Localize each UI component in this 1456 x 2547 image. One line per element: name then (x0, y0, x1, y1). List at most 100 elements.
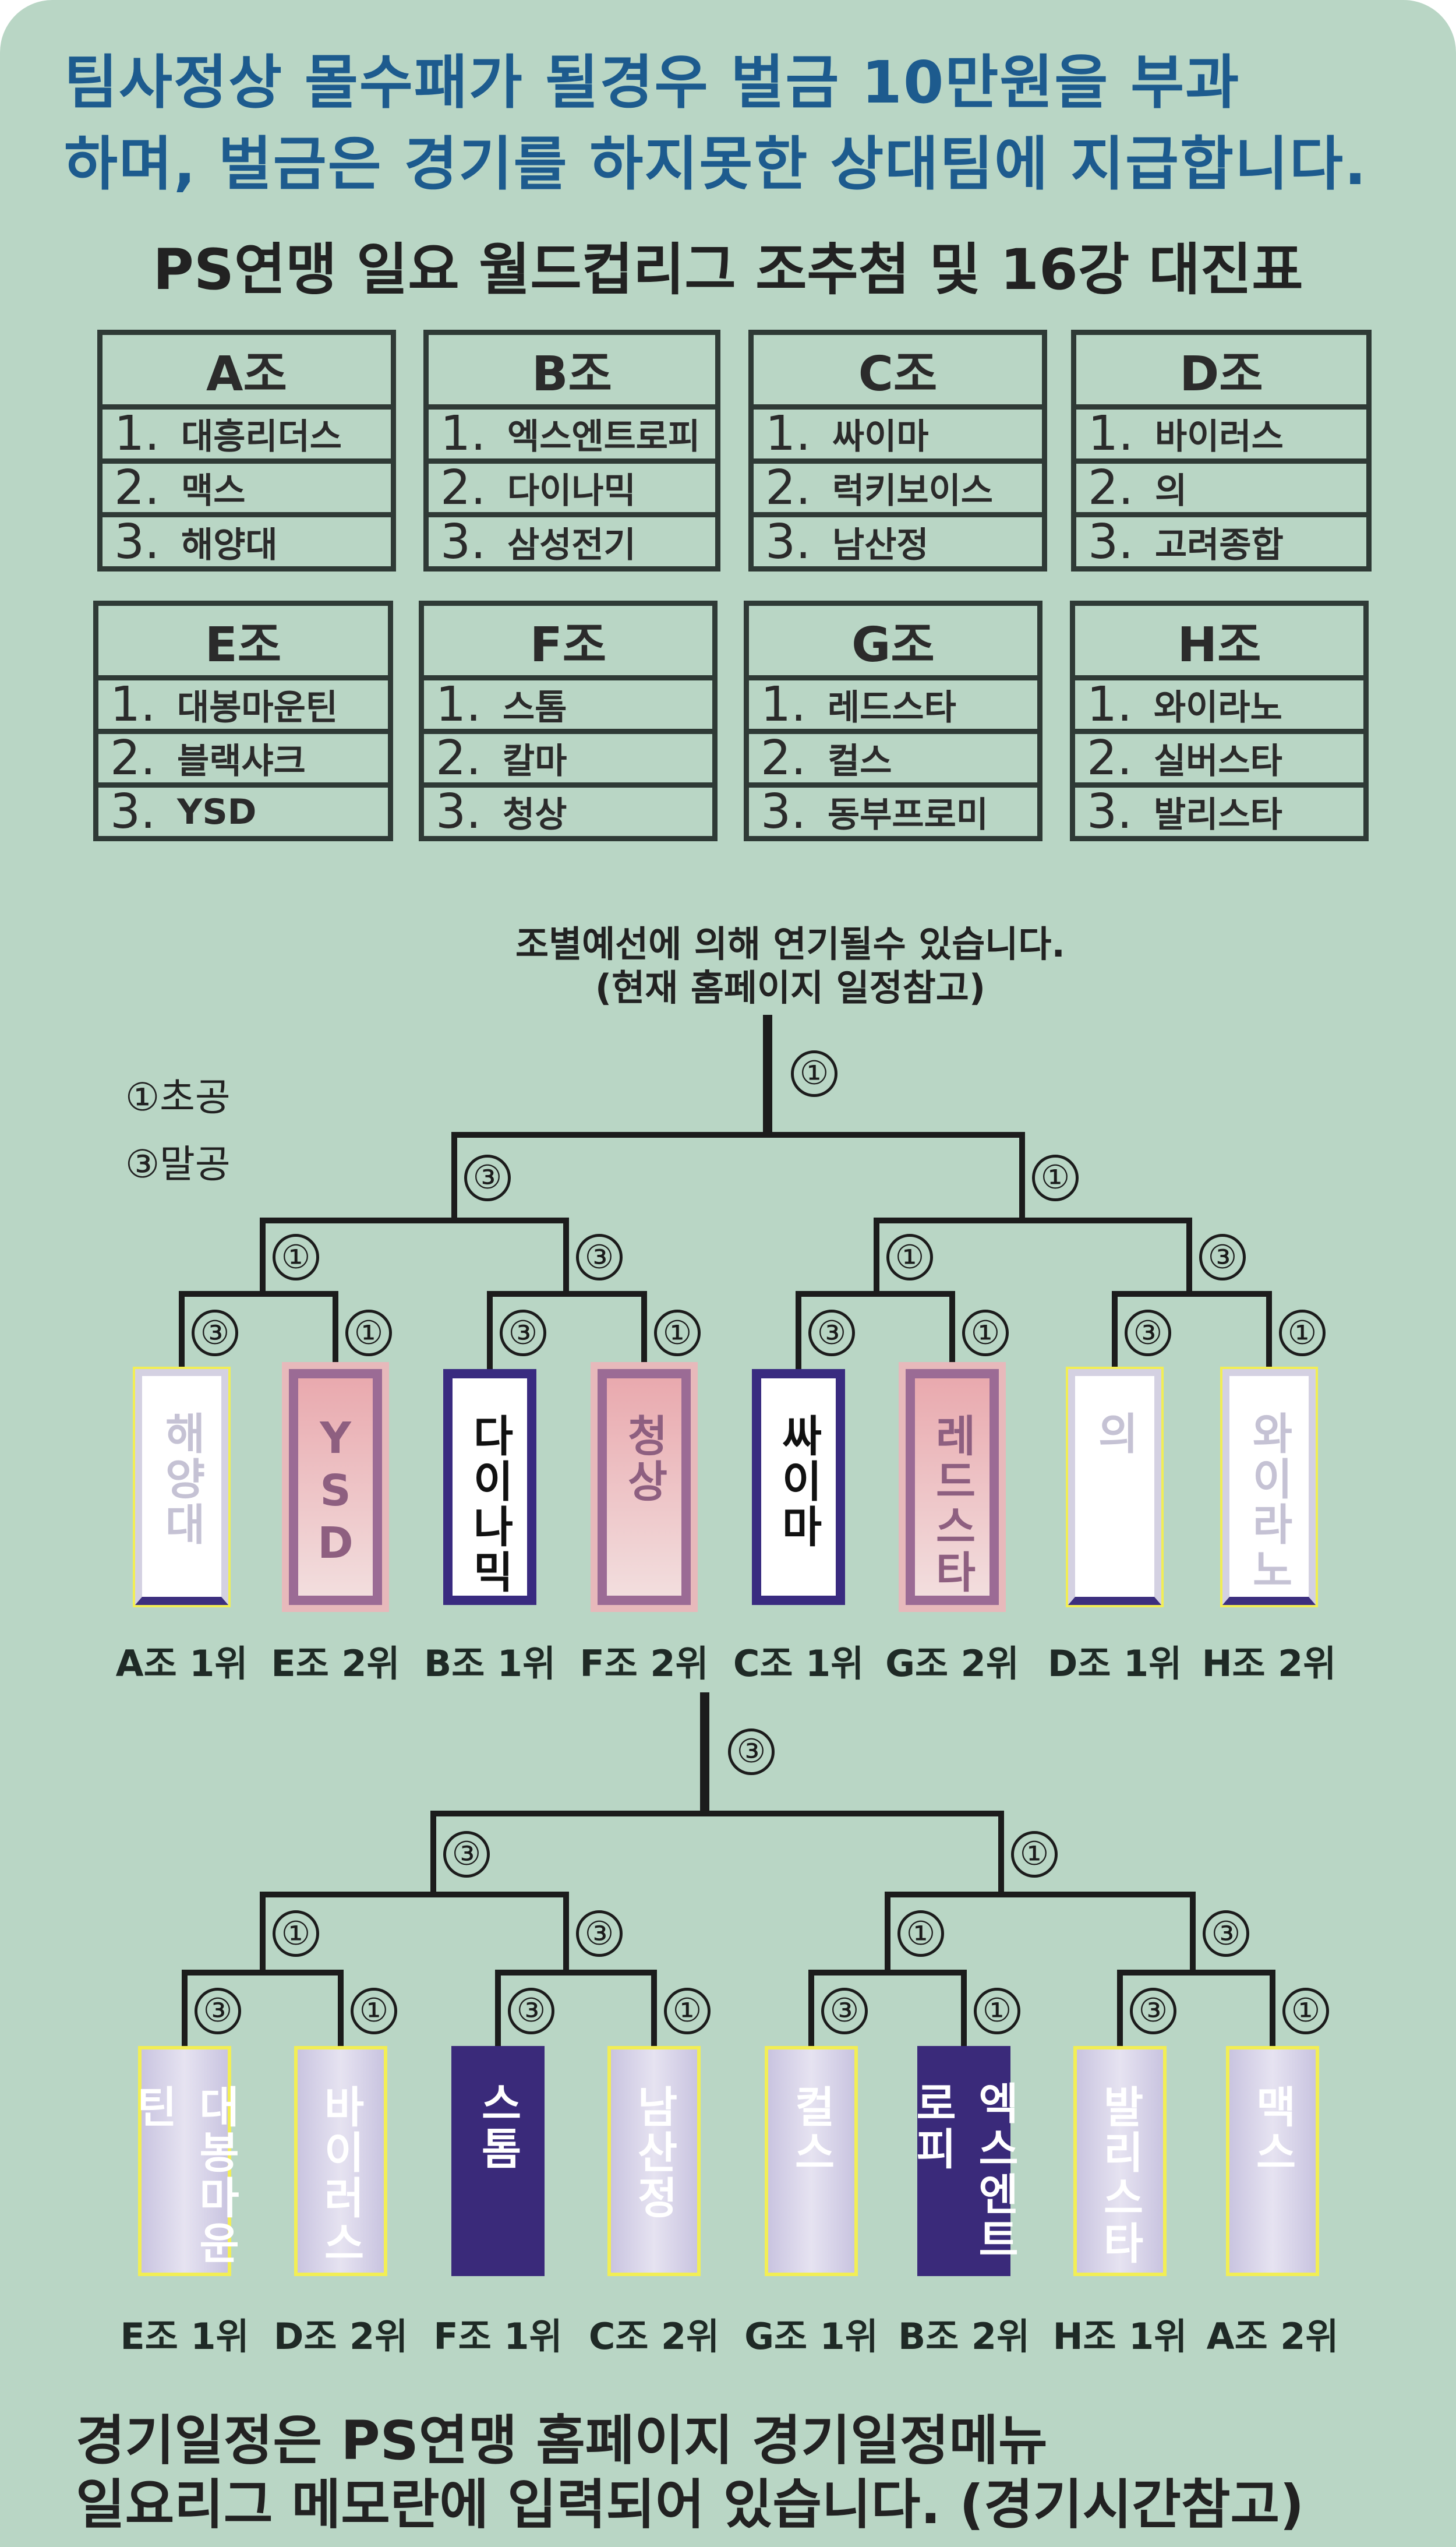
team-card: 바이러스 (294, 2046, 387, 2276)
team-name: 대봉마운틴 (177, 687, 338, 728)
bracket-line (179, 1291, 185, 1369)
footer-line1: 경기일정은 PS연맹 홈페이지 경기일정메뉴 (76, 2410, 1048, 2472)
team-name: 스톰 (503, 687, 567, 728)
bracket-line (874, 1218, 1192, 1223)
bracket-line (487, 1291, 647, 1297)
team-name: 대흥리더스 (181, 417, 342, 458)
team-name: YSD (177, 791, 257, 832)
rank: 1. (440, 410, 486, 462)
rank: 1. (1088, 410, 1134, 462)
seed-label: A조 2위 (1206, 2315, 1339, 2358)
group-row: 2.컬스 (749, 734, 1037, 788)
group-row: 1. 엑스엔트로피 (429, 410, 715, 464)
rank: 2. (436, 734, 482, 786)
bracket-line (1112, 1291, 1118, 1369)
bracket-line (451, 1132, 1025, 1138)
group-row: 1.레드스타 (749, 680, 1037, 734)
team-card-name: 청상 (619, 1413, 669, 1504)
bracket-line (1112, 1291, 1272, 1297)
bracket-line (796, 1291, 955, 1297)
kick-order-mark: ③ (576, 1910, 623, 1957)
group-row: 3.해양대 (103, 517, 391, 566)
bracket-line (998, 1811, 1004, 1897)
seed-label: C조 1위 (733, 1642, 864, 1685)
team-card: 다이나믹 (443, 1369, 536, 1605)
group-row: 2.의 (1076, 464, 1366, 518)
team-card: 대봉마운틴 (128, 2046, 241, 2276)
team-name: 실버스타 (1154, 741, 1282, 782)
team-card-name: 대봉마운틴 (128, 2084, 241, 2266)
group-name: C조 (754, 335, 1042, 410)
rank: 3. (765, 517, 811, 567)
group-row: 3.남산정 (754, 517, 1042, 566)
team-name: 청상 (503, 795, 567, 835)
bracket-line (333, 1291, 338, 1369)
team-name: 동부프로미 (828, 795, 988, 835)
rank: 1. (765, 410, 811, 462)
seed-label: H조 1위 (1052, 2315, 1188, 2358)
bracket-line (563, 1892, 569, 1975)
team-name: 엑스엔트로피 (507, 417, 701, 458)
kick-order-mark: ③ (808, 1310, 855, 1356)
bracket-line (885, 1892, 1196, 1897)
team-card-name: 다이나믹 (464, 1413, 515, 1595)
bracket-line (641, 1291, 647, 1369)
bracket-line (763, 1015, 772, 1138)
bracket-line (808, 1970, 967, 1975)
seed-label: B조 1위 (423, 1642, 556, 1685)
group-row: 2.실버스타 (1075, 734, 1363, 788)
rank: 2. (761, 734, 807, 786)
team-name: 의 (1155, 471, 1188, 512)
group-row: 2.블랙샤크 (98, 734, 388, 788)
bracket-line (808, 1970, 814, 2046)
rank: 1. (761, 680, 807, 732)
legend-last-kick: ③말공 (125, 1142, 231, 1187)
group-name: H조 (1075, 606, 1363, 680)
kick-order-mark: ③ (195, 1987, 241, 2034)
group-row: 3.발리스타 (1075, 788, 1363, 836)
team-name: 해양대 (181, 524, 278, 566)
kick-order-mark: ③ (728, 1728, 775, 1775)
bracket-line (495, 1970, 657, 1975)
rank: 2. (765, 463, 811, 516)
group-name: D조 (1076, 335, 1366, 410)
team-card: 남산정 (607, 2046, 701, 2276)
seed-label: B조 2위 (897, 2315, 1030, 2358)
bracket-line (182, 1970, 188, 2046)
team-card-name: YSD (310, 1413, 361, 1571)
bracket-line (260, 1218, 266, 1297)
group-name: F조 (424, 606, 712, 680)
bracket-line (1266, 1291, 1272, 1369)
rank: 3. (110, 788, 156, 836)
seed-label: F조 2위 (579, 1642, 709, 1685)
rank: 2. (114, 463, 160, 516)
kick-order-mark: ① (664, 1987, 711, 2034)
team-name: 와이라노 (1154, 687, 1282, 728)
bracket-line (1190, 1892, 1196, 1975)
group-name: G조 (749, 606, 1037, 680)
team-card-name: 엑스엔트로피 (907, 2081, 1020, 2263)
bracket-line (796, 1291, 801, 1369)
kick-order-mark: ③ (1130, 1987, 1176, 2034)
group-row: 3.고려종합 (1076, 517, 1366, 566)
group-row: 1.바이러스 (1076, 410, 1366, 464)
kick-order-mark: ③ (464, 1154, 511, 1201)
kick-order-mark: ① (791, 1050, 837, 1097)
team-card-name: 컬스 (786, 2084, 836, 2175)
rank: 1. (114, 410, 160, 462)
bracket-line (179, 1291, 338, 1297)
bracket-line (430, 1811, 436, 1897)
team-card: 스톰 (451, 2046, 545, 2276)
rank: 2. (440, 463, 486, 516)
kick-order-mark: ① (1032, 1154, 1079, 1201)
seed-label: D조 1위 (1047, 1642, 1182, 1685)
kick-order-mark: ① (897, 1910, 944, 1957)
bracket-line (700, 1692, 709, 1816)
seed-label: H조 2위 (1201, 1642, 1337, 1685)
team-card: 엑스엔트로피 (907, 2046, 1020, 2276)
team-card-name: 발리스타 (1094, 2084, 1145, 2266)
rank: 3. (761, 788, 807, 836)
team-card-name: 레드스타 (927, 1413, 977, 1595)
kick-order-mark: ① (273, 1910, 319, 1957)
bracket-line (1270, 1970, 1275, 2046)
